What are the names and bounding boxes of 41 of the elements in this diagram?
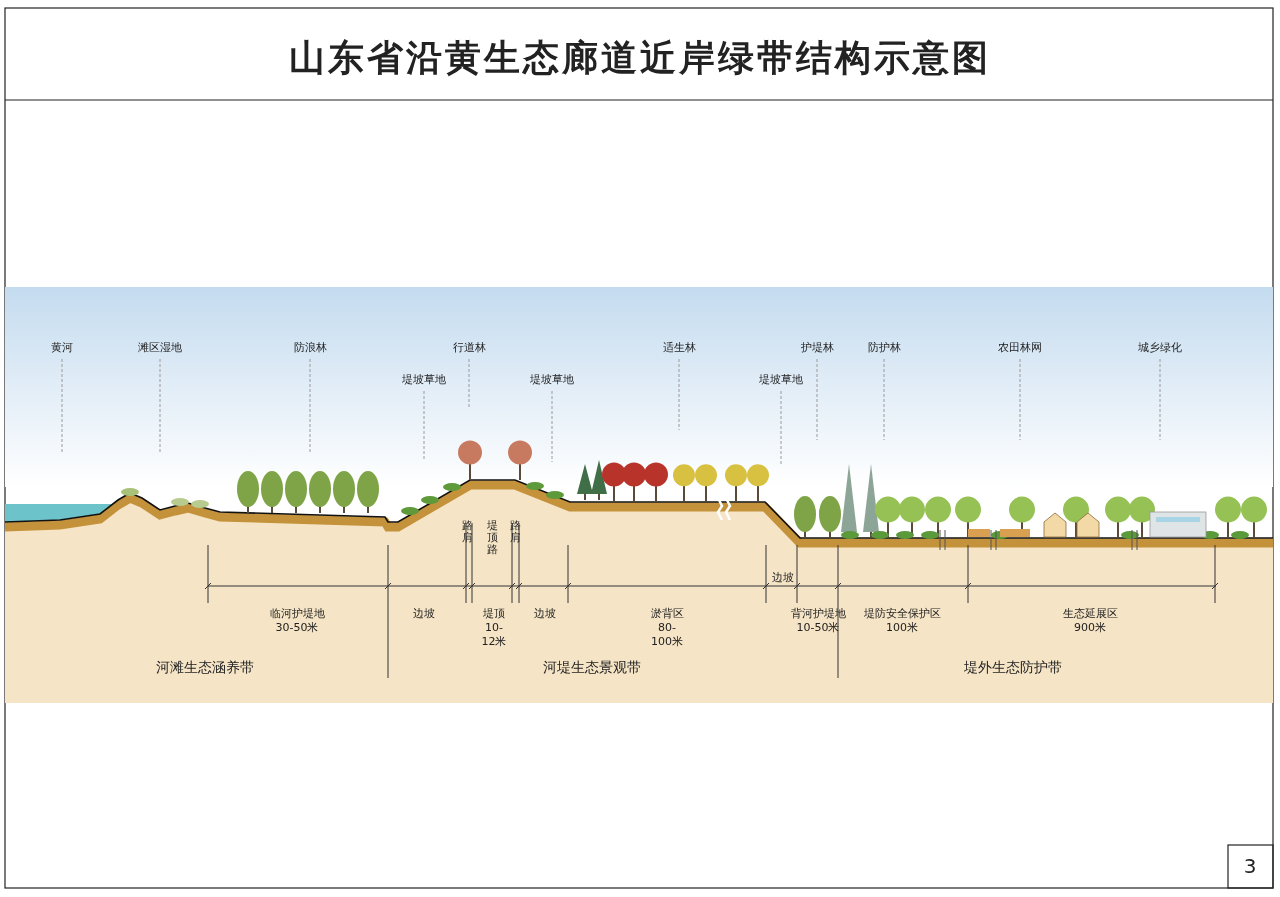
plant-label: 护堤林 (800, 341, 834, 355)
plant-label: 适生林 (662, 341, 696, 355)
plant-label: 防浪林 (293, 341, 327, 355)
plant-label: 行道林 (452, 341, 486, 355)
leader-line (61, 358, 63, 453)
leader-line (1159, 358, 1161, 441)
dimension-label: 堤顶 10-12米 (481, 607, 507, 649)
dimension-label: 边坡 (772, 571, 794, 585)
dimension-label: 堤防安全保护区 100米 (863, 607, 941, 635)
dimension-label: 边坡 (534, 607, 556, 621)
dimension-label: 临河护堤地 30-50米 (269, 607, 325, 635)
zone-label: 河堤生态景观带 (543, 658, 641, 676)
page-number: 3 (1243, 854, 1257, 878)
dimension-label: 淤背区 80-100米 (650, 607, 684, 649)
leader-line (1019, 358, 1021, 441)
dimension-label: 路肩 (510, 520, 521, 544)
leader-line (816, 358, 818, 441)
leader-line (551, 390, 553, 463)
dimension-label: 路肩 (462, 520, 473, 544)
dimension-label: 生态延展区 900米 (1062, 607, 1118, 635)
dimension-label: 背河护堤地 10-50米 (790, 607, 846, 635)
leader-line (883, 358, 885, 441)
leader-line (309, 358, 311, 453)
plant-label: 防护林 (867, 341, 901, 355)
title: 山东省沿黄生态廊道近岸绿带结构示意图 (289, 36, 991, 80)
zone-label: 堤外生态防护带 (964, 658, 1062, 676)
plant-label: 黄河 (51, 341, 73, 355)
leader-line (159, 358, 161, 453)
leader-line (468, 358, 470, 408)
leader-line (423, 390, 425, 461)
plant-label: 城乡绿化 (1138, 341, 1182, 355)
plant-label: 滩区湿地 (138, 341, 182, 355)
dimension-label: 边坡 (413, 607, 435, 621)
dimension-label: 堤顶路 (487, 520, 498, 556)
leader-line (780, 390, 782, 465)
leader-line (678, 358, 680, 431)
plant-label: 堤坡草地 (759, 373, 803, 387)
zone-label: 河滩生态涵养带 (156, 658, 254, 676)
plant-label: 农田林网 (998, 341, 1042, 355)
plant-label: 堤坡草地 (402, 373, 446, 387)
plant-label: 堤坡草地 (530, 373, 574, 387)
